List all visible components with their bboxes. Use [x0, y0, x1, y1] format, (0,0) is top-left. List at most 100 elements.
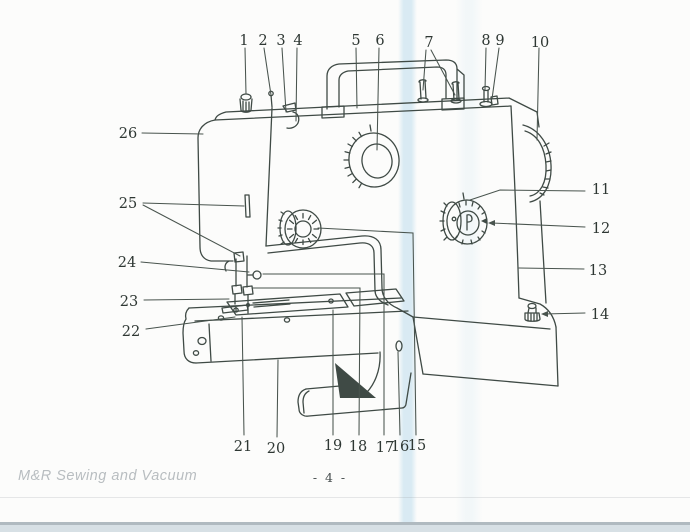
- callout-label-24: 24: [118, 255, 136, 271]
- leader-line-15: [317, 227, 417, 436]
- callout-label-23: 23: [120, 294, 138, 310]
- bed-screw: [217, 315, 225, 321]
- leader-line-14: [543, 312, 586, 315]
- callout-label-11: 11: [592, 182, 610, 198]
- bobbin-tension-knob: [239, 93, 253, 113]
- leader-line-8: [484, 47, 487, 91]
- slide-plate: [345, 288, 405, 307]
- leader-line-16: [397, 351, 401, 436]
- bottom-edge-strip-dark: [0, 522, 690, 525]
- leader-line-11: [469, 189, 586, 201]
- face-plate-edge: [197, 119, 234, 262]
- lower-thread-guide: [233, 251, 245, 263]
- free-arm-foot: [297, 372, 412, 417]
- callout-label-2: 2: [258, 33, 267, 49]
- callout-label-1: 1: [239, 33, 248, 49]
- leader-line-17: [262, 273, 385, 436]
- leader-line-7b: [430, 49, 456, 96]
- callout-label-4: 4: [293, 33, 302, 49]
- callout-label-6: 6: [375, 33, 384, 49]
- callout-label-21: 21: [234, 439, 252, 455]
- callout-label-8: 8: [481, 33, 490, 49]
- leader-line-12: [491, 222, 586, 228]
- leader-line-18: [251, 287, 361, 436]
- bobbin-winder: [479, 85, 499, 108]
- dial-pointer: [466, 214, 473, 231]
- leader-line-6: [376, 47, 380, 151]
- bed-hole: [197, 336, 207, 346]
- callout-leader-lines: [140, 47, 586, 438]
- free-arm-bed: [182, 297, 412, 417]
- callout-label-13: 13: [589, 263, 607, 279]
- callout-label-7: 7: [424, 35, 433, 51]
- arm-underside: [265, 235, 414, 318]
- bed-screw: [283, 317, 291, 323]
- hand-wheel: [522, 124, 552, 203]
- callout-label-16: 16: [391, 439, 409, 455]
- dial-mark-zero: [451, 216, 457, 222]
- callout-labels: 1 2 3 4 5 6 7 8 9 10 11 12 13 14 15 16 1…: [118, 33, 610, 457]
- callout-label-10: 10: [531, 35, 549, 51]
- arch-shadow: [335, 363, 376, 398]
- bottom-edge-strip-light: [0, 525, 690, 532]
- thread-guide-pin: [268, 90, 274, 108]
- callout-label-22: 22: [122, 324, 140, 340]
- callout-label-17: 17: [376, 440, 394, 456]
- callout-label-9: 9: [495, 33, 504, 49]
- stitch-width-dial: [343, 124, 400, 189]
- leader-line-22: [145, 316, 236, 330]
- top-fittings: [239, 79, 499, 129]
- callout-label-15: 15: [408, 438, 426, 454]
- leader-line-21: [241, 316, 245, 436]
- needle-clamp-screw: [252, 270, 262, 280]
- leader-line-20: [276, 359, 279, 438]
- callout-label-12: 12: [592, 221, 610, 237]
- thread-tension-dial: [277, 209, 322, 249]
- callout-label-5: 5: [351, 33, 360, 49]
- callout-label-18: 18: [349, 439, 367, 455]
- leader-line-7a: [422, 49, 427, 91]
- setting-indicator-arrow: [481, 218, 487, 224]
- machine-base: [412, 297, 559, 387]
- needle-bar-assembly: [221, 255, 262, 314]
- callout-label-14: 14: [591, 307, 609, 323]
- leader-line-25a: [142, 202, 245, 207]
- leader-line-4: [295, 47, 298, 122]
- leader-line-3: [281, 47, 287, 113]
- sewing-machine-line-art: [182, 59, 559, 417]
- callout-label-26: 26: [119, 126, 137, 142]
- leader-line-10: [536, 47, 540, 141]
- leader-line-26: [141, 132, 204, 135]
- leader-line-25b: [142, 204, 241, 257]
- side-seam: [510, 105, 520, 299]
- arm-underside-inner: [267, 242, 389, 306]
- thread-guide-slot: [244, 194, 251, 218]
- spool-pins: [417, 79, 462, 104]
- footer-brand-text: M&R Sewing and Vacuum: [18, 468, 198, 484]
- bed-seam: [208, 323, 212, 362]
- leader-line-2: [263, 47, 272, 96]
- carrying-handle: [321, 59, 465, 119]
- column-hole: [395, 340, 403, 352]
- page-number: - 4 -: [312, 470, 348, 485]
- pattern-selector-dial: [439, 192, 488, 245]
- leader-line-23: [143, 298, 230, 301]
- callout-label-20: 20: [267, 441, 285, 457]
- callout-label-25: 25: [119, 196, 137, 212]
- leader-line-1: [244, 47, 247, 95]
- machine-body: [197, 97, 547, 318]
- leader-arrow-14: [541, 311, 548, 317]
- feed-drop-knob: [524, 302, 541, 322]
- leader-arrow-12: [488, 220, 495, 226]
- leader-line-5: [355, 47, 358, 109]
- scan-hairline: [0, 497, 690, 498]
- face-plate-seam: [265, 107, 273, 247]
- callout-label-3: 3: [276, 33, 285, 49]
- leader-line-9: [491, 47, 500, 100]
- winder-stop-latch: [490, 95, 499, 106]
- leader-line-24: [140, 261, 250, 273]
- bed-hole: [192, 350, 200, 356]
- callout-label-19: 19: [324, 438, 342, 454]
